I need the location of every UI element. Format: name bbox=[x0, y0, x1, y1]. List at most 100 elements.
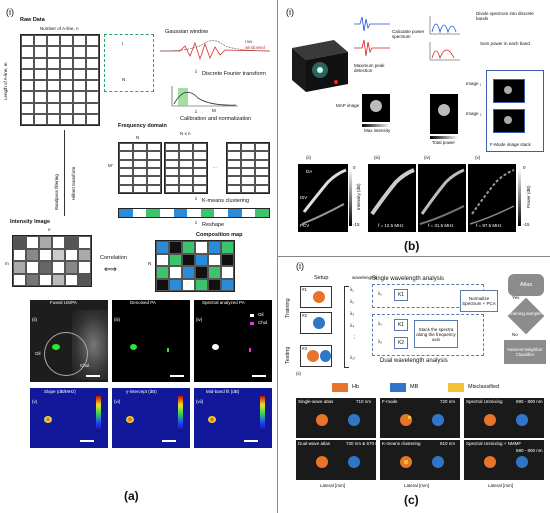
dft-label: Discrete Fourier transform bbox=[202, 71, 266, 77]
composition-map-title: Composition map bbox=[196, 232, 243, 238]
b-power-axis: Power (dB) bbox=[526, 185, 531, 208]
sample-3 bbox=[300, 345, 332, 367]
map-image-label: MAP image bbox=[336, 103, 360, 108]
intensity-grid bbox=[12, 235, 92, 287]
raw-data-title: Raw Data bbox=[20, 17, 45, 23]
intensity-image-title: Intensity Image bbox=[10, 219, 51, 225]
dual-k1: K1 bbox=[394, 319, 408, 331]
denoised-iii: (iii) bbox=[114, 317, 120, 322]
single-wl-label: Single wavelength analysis bbox=[372, 276, 445, 282]
spectrum-plot bbox=[171, 86, 238, 107]
map-image bbox=[362, 94, 390, 122]
c-img-4-wl: 720 nm & 670 nm bbox=[346, 441, 382, 446]
panel-b-label: (b) bbox=[404, 239, 420, 253]
c-lateral-2: Lateral [mm] bbox=[404, 483, 430, 488]
frequency-domain-title: Frequency domain bbox=[118, 123, 167, 129]
bandpass-label: Bandpass filtering bbox=[54, 174, 59, 210]
legend-raw: raw bbox=[245, 39, 253, 44]
c-img-2-wl: 720 nm bbox=[440, 399, 456, 404]
signal-plots bbox=[354, 16, 390, 57]
vertical-arrow-line bbox=[64, 130, 65, 216]
arrow-reshape: ⇩ bbox=[194, 220, 198, 225]
freq-block-3 bbox=[226, 142, 270, 194]
arrow-dft: ⇩ bbox=[194, 69, 198, 74]
mb-legend-label: MB bbox=[410, 384, 419, 390]
b-ii: (ii) bbox=[306, 155, 311, 160]
sample-1 bbox=[300, 286, 332, 308]
single-k1: K1 bbox=[394, 289, 408, 301]
c-lateral-3: Lateral [mm] bbox=[488, 483, 514, 488]
intensity-n: n bbox=[48, 227, 51, 232]
b-da: DA bbox=[306, 169, 313, 174]
b-v-image bbox=[468, 164, 516, 232]
yint-title: γ-intercept (dB) bbox=[126, 389, 157, 394]
lambda-3: λ₃ bbox=[350, 311, 355, 316]
dual-lambda-1: λ₁ bbox=[378, 321, 382, 326]
dual-wl-box bbox=[372, 314, 484, 356]
panel-c-sub-i: (i) bbox=[296, 261, 304, 271]
b-f1: f = 12.5 MHz bbox=[378, 223, 404, 228]
sample-3-label: #3 bbox=[302, 346, 308, 351]
number-aline-label: Number of A-line, n bbox=[40, 26, 79, 31]
panel-c-label: (c) bbox=[404, 493, 419, 507]
horizontal-divider bbox=[278, 256, 550, 257]
b-iv: (iv) bbox=[424, 155, 431, 160]
single-lambda: λ₁ bbox=[378, 291, 382, 296]
c-img-6-title: Spectral Unmixing + NMMF bbox=[466, 441, 522, 446]
spectral-iv: (iv) bbox=[196, 317, 203, 322]
lambda-1: λ₁ bbox=[350, 287, 354, 292]
b-v-colorbar bbox=[518, 168, 521, 226]
b-iii-image bbox=[368, 164, 416, 232]
vertical-divider bbox=[277, 0, 278, 513]
panel-a-label: (a) bbox=[124, 489, 139, 503]
slope-v: (v) bbox=[32, 399, 38, 404]
length-aline-label: Length of A-line, m bbox=[3, 62, 8, 100]
atlas-node: Atlas bbox=[508, 274, 544, 296]
b-ii-cb-top: 0 bbox=[353, 165, 356, 170]
hb-legend-label: Hb bbox=[352, 384, 360, 390]
c-sub-ii: (ii) bbox=[296, 371, 301, 376]
b-v: (v) bbox=[475, 155, 481, 160]
total-power-label: Total power bbox=[432, 140, 456, 145]
c-img-1 bbox=[296, 398, 376, 438]
fmode-stack bbox=[486, 70, 544, 152]
spectral-chol: Chol. bbox=[258, 320, 269, 325]
image2-label: Image ₂ bbox=[466, 111, 482, 116]
setup-label: Setup bbox=[314, 275, 329, 281]
mis-legend-label: Misclassified bbox=[468, 384, 500, 390]
b-pcv: PCV bbox=[300, 223, 310, 228]
spectral-pa-image bbox=[194, 300, 272, 382]
calib-label: Calibration and normalization bbox=[180, 116, 252, 122]
sample-2-label: #2 bbox=[302, 313, 308, 318]
cluster-strip bbox=[118, 208, 270, 218]
hilbert-label: Hilbert transform bbox=[71, 166, 76, 200]
fused-us-pa-image bbox=[30, 300, 108, 382]
arrow-calib: ⇩ bbox=[194, 109, 198, 114]
sum-power-label: Sum power in each band bbox=[480, 41, 530, 46]
c-img-3 bbox=[464, 398, 544, 438]
no-label: No bbox=[512, 332, 518, 337]
window-highlight bbox=[104, 34, 154, 92]
N-label-2: N bbox=[136, 135, 140, 140]
dual-k2: K2 bbox=[394, 337, 408, 349]
max-peak-label: Maximum peak detection bbox=[354, 63, 385, 73]
sample-1-label: #1 bbox=[302, 287, 308, 292]
Mprime-label: M' bbox=[108, 163, 113, 168]
c-img-6 bbox=[464, 440, 544, 480]
label-M: M bbox=[212, 108, 216, 113]
wavelengths-label: wavelengths bbox=[352, 275, 378, 280]
midband-image bbox=[194, 388, 272, 448]
label-N: N bbox=[122, 77, 126, 82]
fused-title: Fused US/PA bbox=[50, 300, 77, 305]
training-sample-label: Training sample? bbox=[508, 311, 544, 316]
b-ii-cb-bottom: -15 bbox=[353, 222, 360, 227]
total-power-image bbox=[430, 94, 458, 134]
legend-windowed: windowed bbox=[245, 45, 266, 50]
lambda-bracket bbox=[344, 286, 349, 368]
c-img-5-wl: 810 nm bbox=[440, 441, 456, 446]
midband-vii: (vii) bbox=[196, 399, 204, 404]
hb-legend-swatch bbox=[332, 383, 348, 392]
c-lateral-1: Lateral [mm] bbox=[320, 483, 346, 488]
c-img-2 bbox=[380, 398, 460, 438]
denoised-title: Denoised PA bbox=[130, 300, 156, 305]
